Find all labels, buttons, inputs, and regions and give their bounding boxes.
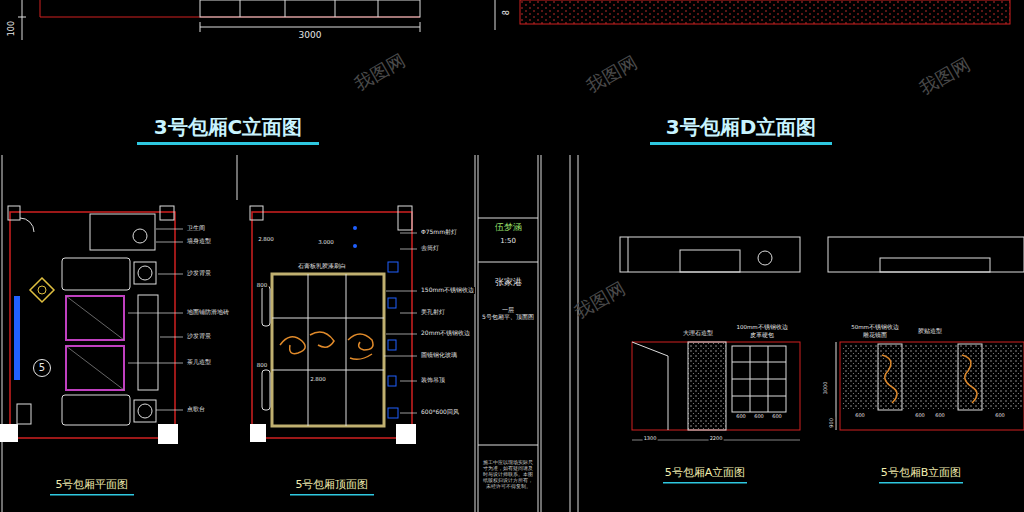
dimension: 8	[502, 9, 511, 16]
title-block-rules	[478, 218, 538, 445]
callout: 150mm不锈钢收边	[420, 287, 475, 294]
dimension: 800	[256, 282, 269, 288]
level-mark: 2.800	[309, 376, 327, 382]
callout: 去筒灯	[420, 245, 440, 252]
cell-text: 5	[39, 362, 45, 374]
level-mark: 3.000	[317, 239, 335, 245]
callout: 圆镜钢化玻璃	[420, 352, 458, 359]
callout: 胶贴造型	[917, 328, 943, 334]
callout: 茶几造型	[186, 359, 212, 366]
dimension: 600	[735, 414, 747, 420]
sheet-frame	[2, 155, 578, 512]
callout: 墙身造型	[186, 238, 212, 245]
notes-cell: 施工中应以现场实际尺寸为准，如有疑问请及时与设计师联系。本图纸版权归设计方所有，…	[480, 449, 536, 499]
floor-plan	[0, 206, 183, 444]
callout: 100mm不锈钢收边	[735, 324, 788, 330]
drawing-caption: 5号包厢顶面图	[295, 479, 370, 492]
watermark: 我图网	[916, 53, 975, 99]
drawing-caption: 5号包厢B立面图	[880, 467, 963, 480]
dimension: 600	[854, 413, 866, 419]
cell-text: 伍梦涵	[495, 222, 522, 233]
top-left-elevation	[18, 0, 420, 40]
callout: Φ75mm射灯	[420, 229, 458, 236]
callout: 大理石造型	[682, 330, 714, 336]
dimension: 2200	[709, 436, 724, 442]
dimension: 600	[771, 414, 783, 420]
callout: 50mm不锈钢收边	[850, 324, 900, 330]
sheet-heading: 3号包厢D立面图	[665, 116, 818, 139]
drawing-caption: 5号包厢A立面图	[664, 467, 747, 480]
sheet-title-cell: 一层5号包厢平、顶面图	[480, 298, 536, 328]
cell-text: 1:50	[500, 237, 516, 245]
dimension: 3000	[823, 381, 829, 396]
cell-text: 5号包厢平、顶面图	[482, 313, 534, 320]
drawing-caption: 5号包厢平面图	[55, 479, 130, 492]
callout: 石膏板乳胶漆刷白	[297, 263, 347, 270]
dimension: 100	[7, 20, 16, 37]
watermark: 我图网	[571, 277, 630, 323]
level-mark: 2.800	[257, 236, 275, 242]
dimension: 3000	[298, 30, 323, 40]
elevation-a	[620, 237, 800, 440]
callout: 美孔射灯	[420, 309, 446, 316]
heading-underline	[137, 142, 832, 145]
dimension: 800	[256, 362, 269, 368]
room-number-circle: 5	[33, 359, 51, 377]
dimension: 600	[914, 413, 926, 419]
callout: 地面铺防滑地砖	[186, 309, 230, 316]
callout: 卫生间	[186, 225, 206, 232]
dimension: 600	[994, 413, 1006, 419]
ceiling-plan	[250, 206, 417, 444]
callout: 雕花镜面	[862, 332, 888, 338]
dimension: 600	[934, 413, 946, 419]
cell-text: 施工中应以现场实际尺寸为准，如有疑问请及时与设计师联系。本图纸版权归设计方所有，…	[482, 459, 534, 489]
cell-text: 一层	[502, 306, 514, 313]
callout: 20mm不锈钢收边	[420, 330, 471, 337]
dimension: 900	[829, 417, 835, 429]
callout: 皮革硬包	[749, 332, 775, 338]
callout: 点歌台	[186, 406, 206, 413]
designer-cell: 伍梦涵	[480, 220, 536, 234]
callout: 沙发背景	[186, 333, 212, 340]
top-right-elevation	[495, 0, 1010, 30]
elevation-b	[828, 237, 1024, 430]
watermark: 我图网	[351, 49, 410, 95]
cell-text: 张家港	[495, 277, 522, 288]
callout: 装饰吊顶	[420, 377, 446, 384]
watermark: 我图网	[583, 51, 642, 97]
callout: 沙发背景	[186, 270, 212, 277]
scale-cell: 1:50	[480, 235, 536, 247]
dimension: 600	[753, 414, 765, 420]
sheet-heading: 3号包厢C立面图	[153, 116, 304, 139]
dimension: 1300	[643, 436, 658, 442]
project-cell: 张家港	[480, 274, 536, 290]
callout: 600*600回风	[420, 409, 460, 416]
